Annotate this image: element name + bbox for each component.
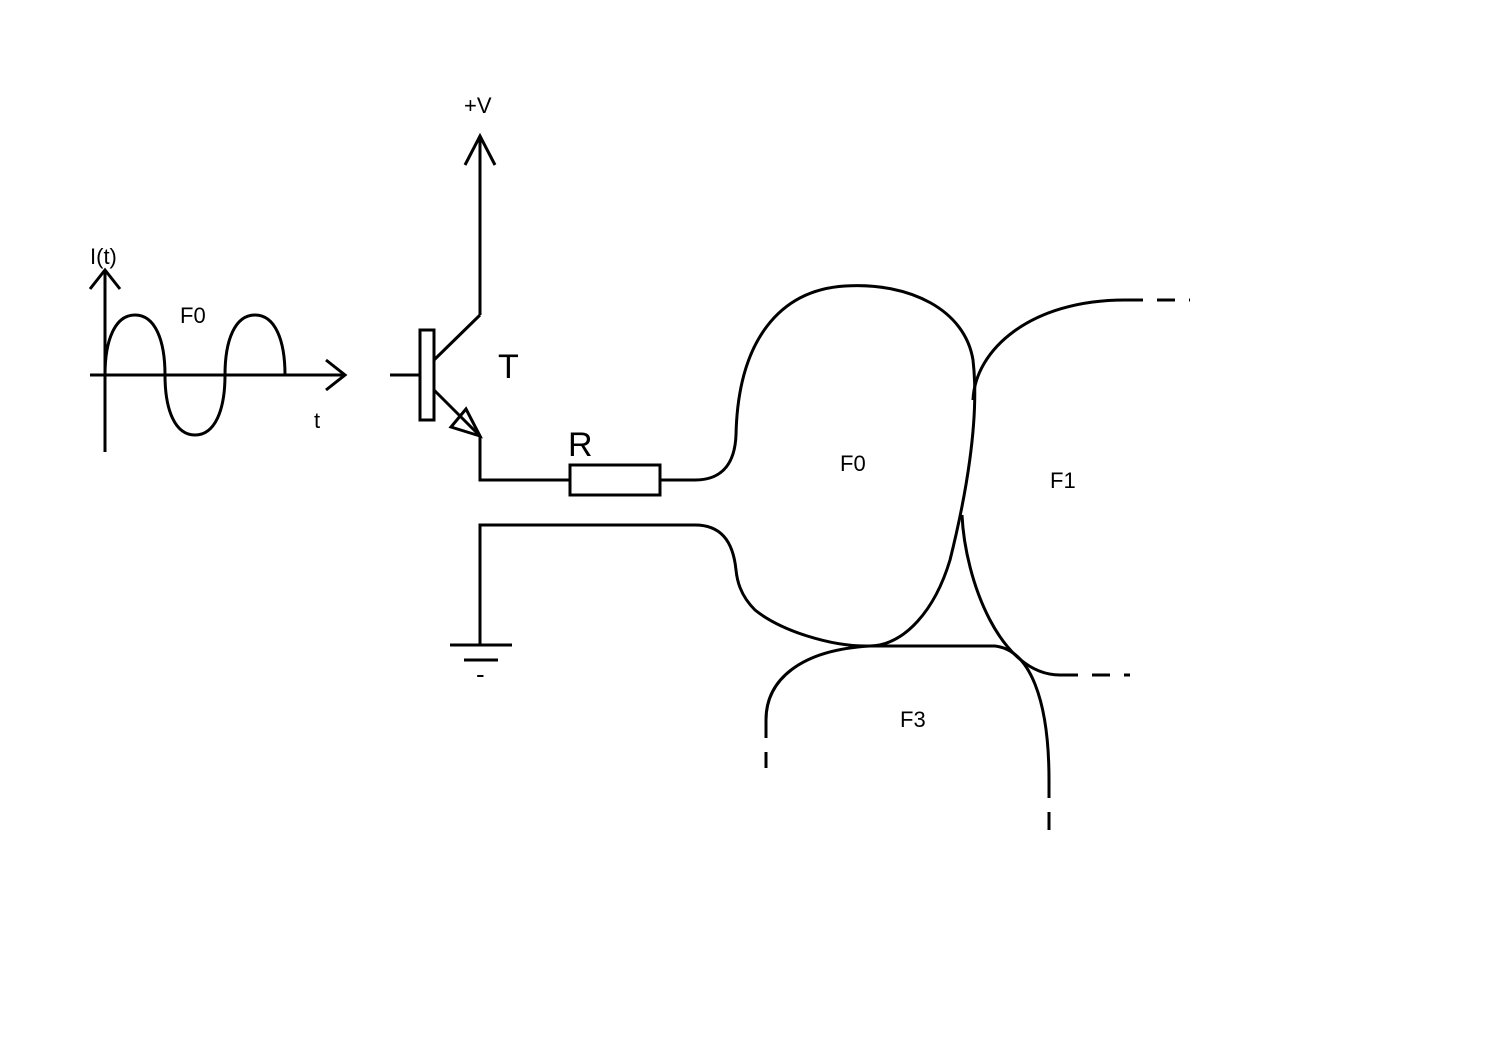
region-f1-upper-boundary [971,298,1126,401]
emitter-wire [478,436,570,482]
region-f1-lower-boundary [960,514,1061,677]
region-f0: F0 [694,284,977,648]
region-f0-outline [694,284,977,648]
ground-symbol [450,643,512,662]
ground-wire [478,523,695,645]
region-f1-label: F1 [1050,468,1076,493]
region-f3: F3 [764,644,1051,842]
region-f0-label: F0 [840,451,866,476]
resistor [568,463,662,497]
signal-y-axis-arrowhead [88,267,122,290]
signal-x-label: t [314,408,320,433]
transistor-label: T [498,348,519,386]
transistor-symbol [390,313,483,439]
region-f3-boundary [764,644,1051,781]
base-bar [418,328,436,422]
resistor-label: R [568,426,593,464]
signal-y-label: I(t) [90,244,117,269]
supply-label: +V [464,93,492,118]
signal-x-axis-arrowhead [325,358,348,392]
ground-label: - [476,659,485,689]
signal-frequency-label: F0 [180,303,206,328]
region-f1: F1 [960,298,1190,677]
signal-graph: I(t) t F0 [88,244,348,452]
supply-arrowhead [463,132,497,166]
emitter-lead [432,388,482,438]
sine-wave [103,313,287,437]
emitter-arrowhead [448,406,483,439]
circuit: +V T R - [390,93,695,689]
region-f3-label: F3 [900,707,926,732]
collector-lead [432,313,482,362]
